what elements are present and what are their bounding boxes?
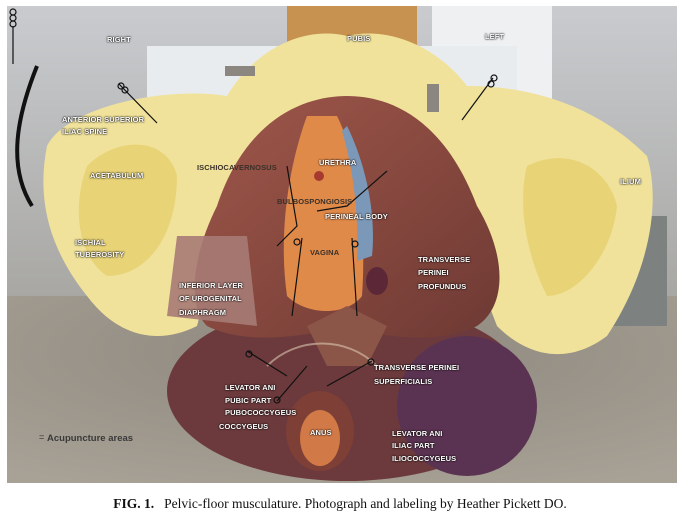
label-pubis: PUBIS	[347, 34, 371, 43]
legend-equals-symbol: =	[39, 432, 45, 442]
label-transverse-profundus-1: TRANSVERSE	[418, 255, 471, 264]
label-ilium: ILIUM	[620, 177, 641, 186]
label-iliac-spine: ILIAC SPINE	[62, 127, 108, 136]
label-right: RIGHT	[107, 35, 131, 44]
caption-text: Pelvic-floor musculature. Photograph and…	[164, 496, 567, 511]
label-perineal-body: PERINEAL BODY	[325, 212, 388, 221]
label-transverse-superficialis-2: SUPERFICIALIS	[374, 377, 433, 386]
label-inferior-layer-1: INFERIOR LAYER	[179, 281, 244, 290]
label-levator-pubic-1: LEVATOR ANI	[225, 383, 276, 392]
label-levator-iliac-2: ILIAC PART	[392, 441, 435, 450]
label-anterior-superior: ANTERIOR SUPERIOR	[62, 115, 145, 124]
acupuncture-needle-icon	[9, 8, 17, 64]
label-coccygeus: COCCYGEUS	[219, 422, 269, 431]
label-levator-iliac-1: LEVATOR ANI	[392, 429, 443, 438]
label-levator-pubic-2: PUBIC PART	[225, 396, 272, 405]
label-transverse-superficialis-1: TRANSVERSE PERINEI	[374, 363, 460, 372]
label-ischial: ISCHIAL	[75, 238, 106, 247]
label-transverse-profundus-3: PROFUNDUS	[418, 282, 467, 291]
legend-text: Acupuncture areas	[47, 433, 134, 444]
label-transverse-profundus-2: PERINEI	[418, 268, 449, 277]
label-acetabulum: ACETABULUM	[90, 171, 144, 180]
figure-number: FIG. 1.	[113, 496, 155, 511]
label-anus: ANUS	[310, 428, 332, 437]
label-inferior-layer-2: OF UROGENITAL	[179, 294, 242, 303]
pelvic-model-illustration	[7, 6, 677, 483]
pelvic-model-photograph: RIGHT PUBIS LEFT ANTERIOR SUPERIOR ILIAC…	[7, 6, 677, 483]
label-tuberosity: TUBEROSITY	[75, 250, 125, 259]
label-vagina: VAGINA	[310, 248, 340, 257]
label-bulbospongiosis: BULBOSPONGIOSIS	[277, 197, 353, 206]
label-inferior-layer-3: DIAPHRAGM	[179, 308, 227, 317]
label-levator-pubic-3: PUBOCOCCYGEUS	[225, 408, 297, 417]
label-ischiocavernosus: ISCHIOCAVERNOSUS	[197, 163, 277, 172]
label-levator-iliac-3: ILIOCOCCYGEUS	[392, 454, 457, 463]
label-urethra: URETHRA	[319, 158, 357, 167]
figure-caption: FIG. 1. Pelvic-floor musculature. Photogr…	[0, 496, 680, 512]
label-left: LEFT	[485, 32, 505, 41]
